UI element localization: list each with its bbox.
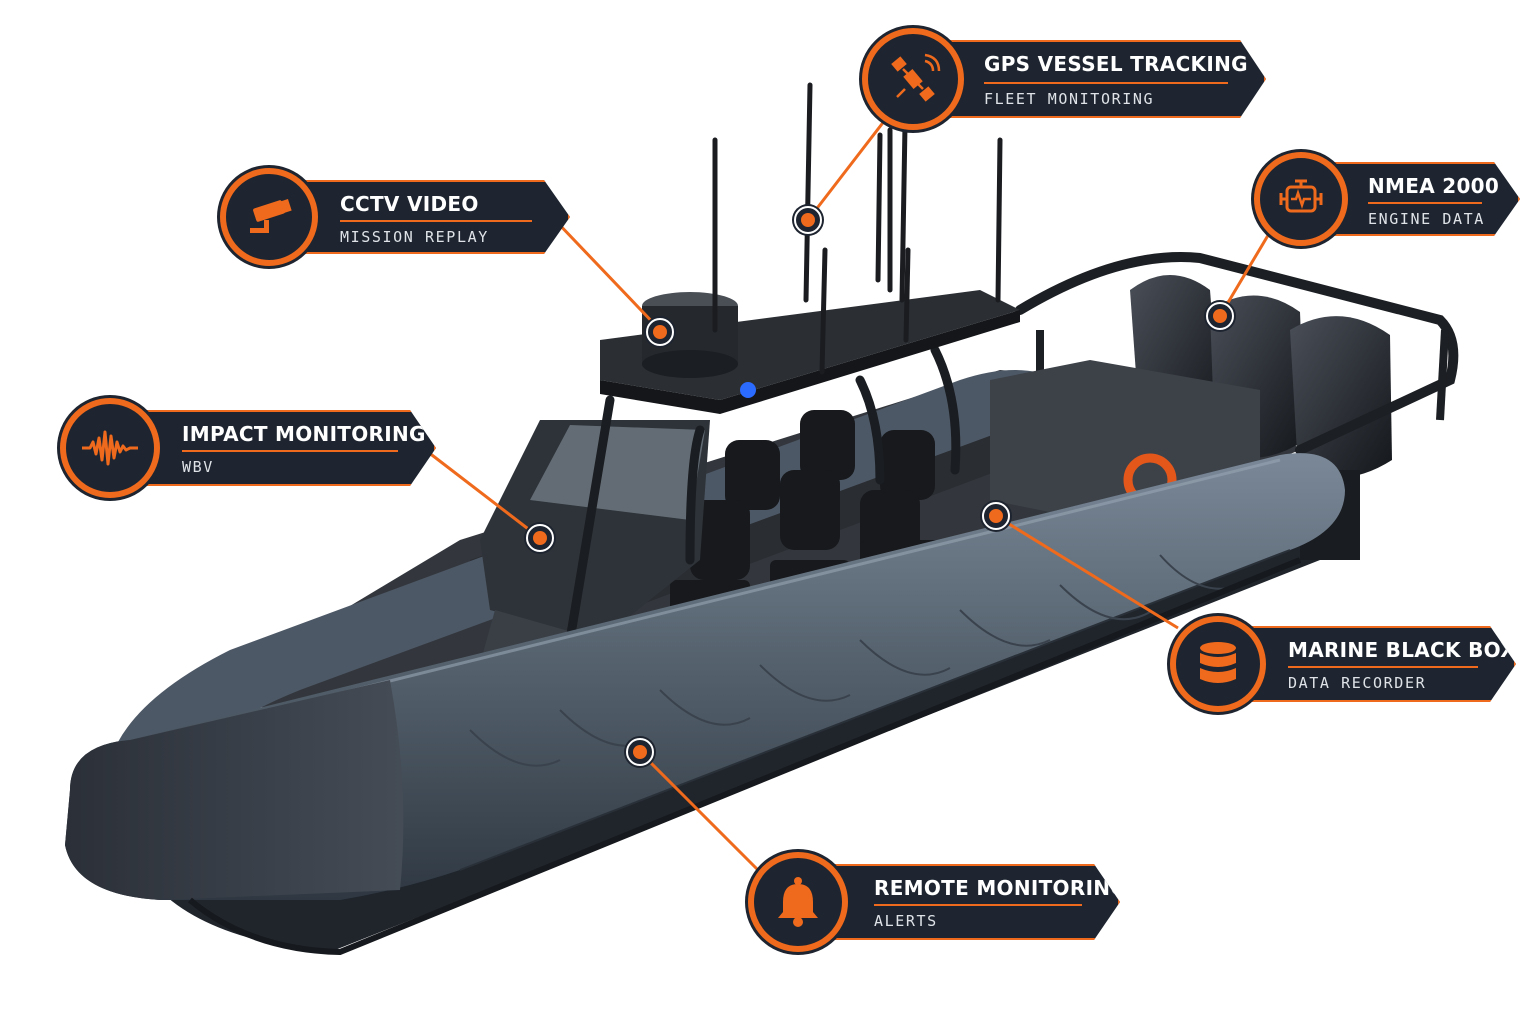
- callout-title: MARINE BLACK BOX: [1288, 638, 1516, 662]
- callout-subtitle: WBV: [182, 458, 214, 476]
- callout-plate: MARINE BLACK BOX DATA RECORDER: [1230, 626, 1516, 702]
- callout-subtitle: ENGINE DATA: [1368, 210, 1485, 228]
- leader-line-gps: [806, 119, 887, 221]
- callout-divider: [182, 450, 398, 452]
- callout-subtitle: DATA RECORDER: [1288, 674, 1427, 692]
- callout-marine-black-box: MARINE BLACK BOX DATA RECORDER: [1170, 616, 1516, 712]
- callout-title: REMOTE MONITORING: [874, 876, 1128, 900]
- callout-impact-monitoring: IMPACT MONITORING WBV: [60, 398, 436, 498]
- callout-plate: REMOTE MONITORING ALERTS: [810, 864, 1120, 940]
- leader-line-cctv: [553, 218, 662, 332]
- waveform-icon: [82, 430, 138, 466]
- marker-gps: [794, 206, 822, 234]
- leader-line-nmea: [1218, 231, 1272, 317]
- callout-icon-disc: [220, 168, 318, 266]
- callout-nmea-2000: NMEA 2000 ENGINE DATA: [1254, 152, 1520, 246]
- callout-icon-disc: [748, 852, 848, 952]
- callout-icon-disc: [60, 398, 160, 498]
- callout-title: IMPACT MONITORING: [182, 422, 426, 446]
- callout-icon-disc: [1170, 616, 1266, 712]
- callout-plate: IMPACT MONITORING WBV: [122, 410, 436, 486]
- callout-divider: [984, 82, 1228, 84]
- marker-cctv: [646, 318, 674, 346]
- callout-plate: NMEA 2000 ENGINE DATA: [1314, 162, 1520, 236]
- leader-line-blackbox: [995, 514, 1179, 630]
- callout-title: NMEA 2000: [1368, 174, 1500, 198]
- callout-divider: [874, 904, 1082, 906]
- camera-icon: [250, 199, 292, 233]
- callout-gps-tracking: GPS VESSEL TRACKING FLEET MONITORING: [862, 28, 1266, 130]
- callout-divider: [1288, 666, 1478, 668]
- marker-blackbox: [982, 502, 1010, 530]
- bell-icon: [778, 877, 818, 927]
- callout-title: GPS VESSEL TRACKING: [984, 52, 1248, 76]
- marker-nmea: [1206, 302, 1234, 330]
- callout-remote-monitoring: REMOTE MONITORING ALERTS: [748, 852, 1120, 952]
- database-icon: [1200, 642, 1236, 683]
- marker-remote: [626, 738, 654, 766]
- leader-line-remote: [638, 750, 762, 874]
- callout-plate: CCTV VIDEO MISSION REPLAY: [280, 180, 570, 254]
- callout-cctv-video: CCTV VIDEO MISSION REPLAY: [220, 168, 570, 266]
- callout-subtitle: ALERTS: [874, 912, 938, 930]
- callout-title: CCTV VIDEO: [340, 192, 479, 216]
- callout-icon-disc: [862, 28, 964, 130]
- engine-icon: [1279, 179, 1323, 213]
- callout-subtitle: FLEET MONITORING: [984, 90, 1155, 108]
- callout-divider: [340, 220, 532, 222]
- satellite-icon: [891, 53, 941, 102]
- callout-plate: GPS VESSEL TRACKING FLEET MONITORING: [926, 40, 1266, 118]
- marker-impact: [526, 524, 554, 552]
- leader-line-impact: [427, 450, 541, 540]
- callout-subtitle: MISSION REPLAY: [340, 228, 489, 246]
- callout-icon-disc: [1254, 152, 1348, 246]
- callout-divider: [1368, 202, 1482, 204]
